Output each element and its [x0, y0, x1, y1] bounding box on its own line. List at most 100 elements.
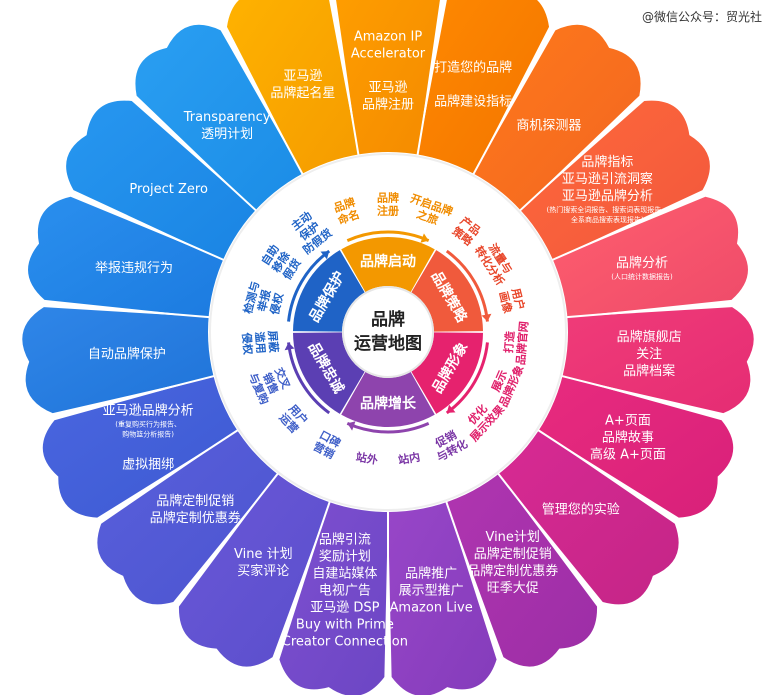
middle-ring-item-10: 站内 — [397, 450, 421, 467]
middle-ring-item-11: 站外 — [355, 450, 379, 467]
petal-text: 品牌注册 — [362, 96, 414, 112]
middle-ring-text: 用户 — [509, 287, 528, 312]
petal-text: 展示型推广 — [399, 584, 464, 599]
petal-note: (重复购买行为报告、 — [115, 419, 181, 428]
petal-6 — [560, 307, 754, 414]
petal-label-4: 品牌指标亚马逊引流洞察亚马逊品牌分析(热门搜索全词报告、搜索词表现报告、全系商品… — [546, 154, 668, 224]
center-title-line1: 品牌 — [371, 309, 405, 330]
watermark-text: @微信公众号：贸光社 — [641, 10, 762, 24]
stage-arrow — [346, 230, 430, 243]
petal-text: Vine 计划 — [234, 547, 293, 562]
petal-divider — [129, 94, 258, 213]
middle-ring-text: 之旅 — [415, 207, 440, 227]
petal-divider — [331, 0, 360, 157]
petal-text: 品牌推广 — [405, 566, 457, 582]
petal-text: 品牌定制促销 — [156, 493, 234, 509]
petal-label-16: 举报违规行为 — [95, 261, 173, 276]
petal-text: Accelerator — [351, 46, 426, 61]
petal-text: 亚马逊 DSP — [310, 601, 379, 616]
petal-text: Buy with Prime — [296, 618, 394, 633]
stage-label: 品牌启动 — [360, 253, 416, 270]
middle-ring-text: 举报 — [254, 287, 273, 314]
stage-arrowhead — [420, 233, 429, 243]
stage-arrow — [346, 421, 430, 434]
petal-text: 品牌引流 — [319, 532, 371, 548]
petal-10 — [388, 500, 497, 695]
stage-arrow — [287, 249, 331, 322]
stage-segment-0 — [341, 237, 435, 292]
middle-ring-text: 品牌 — [332, 195, 357, 215]
petal-17 — [66, 100, 258, 261]
middle-ring-item-1: 品牌注册 — [377, 191, 399, 218]
middle-ring-text: 侵权 — [267, 290, 286, 317]
petal-text: 打造您的品牌 — [434, 59, 512, 75]
stage-arrowhead — [481, 313, 492, 322]
petal-divider — [48, 374, 216, 419]
stage-segment-2 — [411, 332, 483, 414]
petal-text: 品牌定制优惠券 — [467, 563, 558, 579]
stage-segment-4 — [293, 332, 365, 414]
petal-text: 亚马逊 — [283, 69, 322, 84]
petal-text: 品牌档案 — [623, 363, 675, 379]
petal-16 — [28, 196, 225, 318]
petal-text: 亚马逊 — [368, 80, 407, 95]
stage-segment-5 — [293, 250, 365, 332]
petal-divider — [220, 23, 305, 176]
stage-segment-1 — [411, 250, 483, 332]
petal-divider — [496, 471, 604, 609]
petal-separators — [39, 0, 737, 682]
stage-arrowhead — [446, 404, 456, 413]
stage-arrow — [445, 342, 489, 415]
stage-arrowhead — [284, 342, 295, 351]
petal-label-17: Project Zero — [129, 182, 208, 197]
petal-text: 亚马逊引流洞察 — [562, 172, 653, 187]
petal-note: 购物篮分析报告) — [122, 429, 174, 438]
middle-ring-text: 滥用 — [253, 331, 269, 354]
petal-text: 旺季大促 — [487, 581, 539, 596]
petal-text: 品牌分析 — [616, 255, 668, 271]
petal-divider — [416, 0, 445, 157]
petal-text: A+页面 — [605, 413, 651, 428]
petal-7 — [537, 375, 734, 518]
middle-ring-text: 品牌 — [377, 191, 399, 205]
petal-13 — [97, 429, 279, 605]
petal-divider — [550, 190, 709, 262]
petal-divider — [67, 190, 226, 262]
petal-text: 品牌起名星 — [270, 85, 335, 101]
petal-18 — [135, 24, 304, 212]
petal-3 — [472, 24, 641, 212]
petal-label-14: 亚马逊品牌分析(重复购买行为报告、购物篮分析报告) 虚拟捆绑 — [103, 402, 194, 472]
stage-arrow — [287, 342, 331, 415]
petal-8 — [497, 429, 679, 605]
petal-14 — [42, 375, 239, 518]
petal-0 — [226, 0, 359, 176]
petal-note: 全系商品搜索表现报告) — [571, 215, 644, 224]
middle-ring-text: 打造 — [501, 329, 517, 353]
petal-12 — [178, 472, 331, 667]
petal-text: 自动品牌保护 — [88, 346, 166, 362]
petal-text: 品牌故事 — [602, 429, 654, 445]
petal-text: 虚拟捆绑 — [122, 457, 174, 472]
middle-ring-text: 注册 — [377, 204, 399, 218]
petal-4 — [518, 100, 710, 261]
stage-segment-3 — [341, 372, 435, 427]
middle-ring-border — [209, 153, 567, 511]
petal-divider — [273, 500, 332, 664]
petal-9 — [445, 472, 598, 667]
middle-ring-text: 画像 — [496, 290, 515, 316]
petal-text: 管理您的实验 — [542, 502, 620, 518]
petal-text: 亚马逊品牌分析 — [103, 402, 194, 418]
middle-ring-text: 品牌官网 — [513, 321, 531, 366]
petal-divider — [94, 428, 240, 525]
